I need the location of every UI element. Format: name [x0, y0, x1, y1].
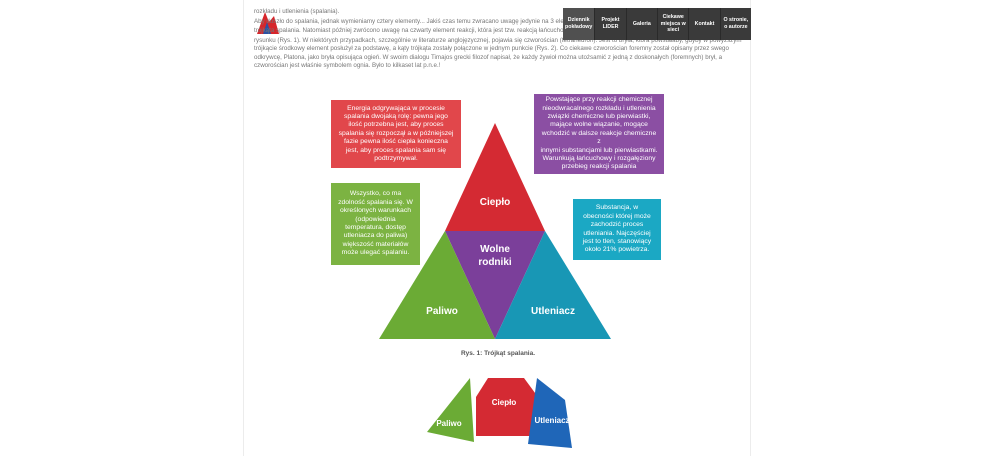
radicals-description: Powstające przy reakcji chemicznej nieod…	[534, 94, 664, 174]
main-navigation: Dziennik pokładowy Projekt LIDER Galeria…	[563, 8, 751, 40]
figure-caption: Rys. 1: Trójkąt spalania.	[460, 350, 536, 357]
fuel-desc-line: temperatura, dostęp	[345, 224, 406, 231]
nav-item-kontakt[interactable]: Kontakt	[689, 8, 721, 40]
heat-label: Ciepło	[479, 197, 511, 208]
triangle-radicals	[445, 231, 545, 339]
heat-desc-line: jest, aby proces spalania sam się	[345, 146, 447, 154]
shape-oxidizer	[528, 378, 572, 448]
oxidizer-description-text: Substancja, w obecności której może zach…	[583, 204, 651, 254]
fuel-desc-line: utleniacza do paliwa)	[343, 232, 408, 240]
diagram2-fuel-label: Paliwo	[436, 419, 462, 428]
nav-item-dziennik[interactable]: Dziennik pokładowy	[563, 8, 596, 40]
oxidizer-description: Substancja, w obecności której może zach…	[573, 199, 661, 260]
nav-item-ciekawe-miejsca[interactable]: Ciekawe miejsca w sieci	[658, 8, 690, 40]
radicals-label-line2: rodniki	[478, 256, 512, 268]
radicals-desc-line: innymi substancjami lub pierwiastkami.	[540, 146, 658, 154]
radicals-description-text: Powstające przy reakcji chemicznej nieod…	[540, 96, 658, 172]
radicals-desc-line: wchodzić w dalsze reakcje chemiczne z	[541, 129, 657, 146]
intro-line: rozkładu i utlenienia (spalania).	[254, 8, 340, 15]
diagram2-heat-label: Ciepło	[491, 398, 517, 407]
heat-desc-line: Energia odgrywająca w procesie	[347, 104, 445, 112]
oxidizer-desc-line: około 21% powietrza.	[584, 246, 650, 254]
shape-fuel	[427, 378, 474, 442]
oxidizer-desc-line: utleniania. Najczęściej	[583, 229, 651, 237]
nav-item-galeria[interactable]: Galeria	[627, 8, 659, 40]
shape-heat	[476, 378, 538, 436]
radicals-desc-line: Powstające przy reakcji chemicznej	[545, 96, 653, 104]
radicals-desc-line: Warunkują łańcuchowy i rozgałęziony	[542, 155, 656, 163]
article-text: rozkładu i utlenienia (spalania). Aby do…	[254, 8, 748, 72]
fuel-description-text: Wszystko, co ma zdolność spalania się. W…	[338, 190, 413, 257]
paragraph-main: rysunku (Rys. 1). W niektórych przypadka…	[254, 36, 742, 70]
radicals-desc-line: związki chemiczne lub pierwiastki,	[547, 112, 651, 120]
heat-desc-line: spalania się rozpoczął a w późniejszej	[338, 129, 454, 137]
radicals-label: Wolne rodniki	[464, 244, 526, 269]
oxidizer-desc-line: Substancja, w	[595, 204, 639, 212]
fuel-desc-line: może ulegać spalaniu.	[341, 249, 410, 257]
fuel-label: Paliwo	[426, 306, 458, 317]
radicals-desc-line: nieodwracalnego rozkładu i utlenienia	[542, 104, 656, 112]
radicals-label-line1: Wolne	[480, 244, 510, 255]
triangle-heat	[445, 123, 545, 231]
oxidizer-desc-line: zachodzić proces	[590, 221, 644, 229]
fuel-desc-line: zdolność spalania się. W	[338, 198, 413, 206]
heat-desc-line: ilość potrzebna jest, aby proces	[348, 121, 444, 129]
heat-desc-line: fazie pewna ilość ciepła konieczna	[344, 138, 448, 146]
paragraph-top: Aby doszło do spalania, jednak wymieniam…	[254, 18, 728, 34]
oxidizer-desc-line: obecności której może	[583, 212, 651, 220]
radicals-desc-line: mające wolne wiązanie, mogące	[550, 121, 648, 129]
heat-description-text: Energia odgrywająca w procesie spalania …	[339, 105, 454, 164]
heat-desc-line: podtrzymywał.	[374, 155, 418, 163]
fuel-desc-line: Wszystko, co ma	[349, 190, 402, 198]
site-logo-icon[interactable]	[252, 8, 282, 38]
fuel-desc-line: (odpowiednia	[355, 215, 396, 223]
nav-item-projekt[interactable]: Projekt LIDER	[595, 8, 627, 40]
diagram2-oxidizer-label: Utleniacz	[534, 416, 570, 425]
fuel-desc-line: określonych warunkach	[339, 207, 412, 215]
nav-item-o-stronie[interactable]: O stronie, o autorze	[723, 17, 749, 30]
oxidizer-desc-line: jest to tlen, stanowiący	[582, 237, 652, 245]
heat-description: Energia odgrywająca w procesie spalania …	[331, 100, 461, 168]
triangle-oxidizer	[495, 231, 611, 339]
fuel-description: Wszystko, co ma zdolność spalania się. W…	[331, 183, 420, 265]
fuel-desc-line: większość materiałów	[342, 240, 409, 248]
oxidizer-label: Utleniacz	[531, 306, 575, 317]
heat-desc-line: spalania dwojaką rolę: pewna jego	[344, 112, 448, 120]
radicals-desc-line: przebieg reakcji spalania	[561, 163, 637, 171]
triangle-fuel	[379, 231, 495, 339]
